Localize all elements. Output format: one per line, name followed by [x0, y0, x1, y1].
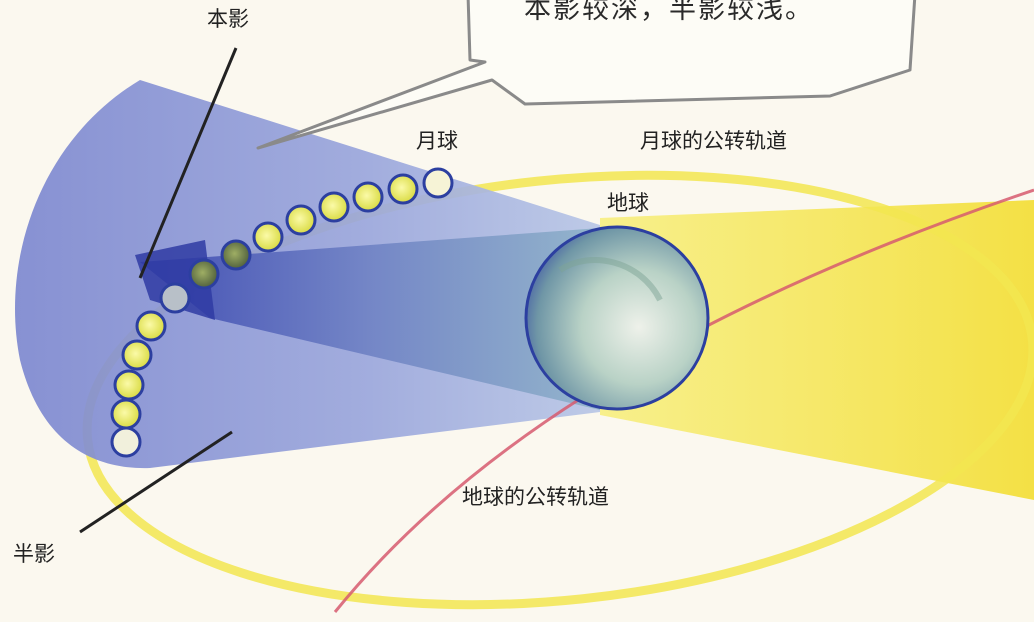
earth-globe: [524, 225, 710, 411]
moon-6: [252, 221, 284, 253]
earth-label: 地球: [607, 191, 649, 215]
moon-5: [285, 204, 317, 236]
sunlight-beam: [600, 200, 1034, 500]
penumbra-leader-line: [79, 430, 233, 534]
moon-2: [387, 173, 419, 205]
moon-9: [159, 282, 191, 314]
umbra-leader-line: [138, 47, 238, 279]
umbra-shadow: [140, 228, 600, 410]
moon-12: [113, 369, 145, 401]
moon-10: [135, 310, 167, 342]
earth-orbit-label: 地球的公转轨道: [462, 485, 609, 509]
moon-13: [110, 398, 142, 430]
moon-7: [220, 239, 252, 271]
moon-4: [318, 191, 350, 223]
umbra-label: 本影: [207, 7, 249, 31]
moon-label: 月球: [416, 129, 458, 153]
speech-bubble: [256, 0, 917, 150]
moon-1: [422, 167, 454, 199]
speech-bubble-text: 本影较深，半影较浅。: [524, 0, 814, 25]
umbra-core: [135, 240, 215, 320]
moon-14: [110, 426, 142, 458]
moon-positions: [110, 167, 454, 458]
moon-8: [188, 258, 220, 290]
penumbra-label: 半影: [13, 542, 55, 566]
moon-11: [121, 339, 153, 371]
moon-orbit-label: 月球的公转轨道: [640, 129, 787, 153]
moon-3: [352, 181, 384, 213]
